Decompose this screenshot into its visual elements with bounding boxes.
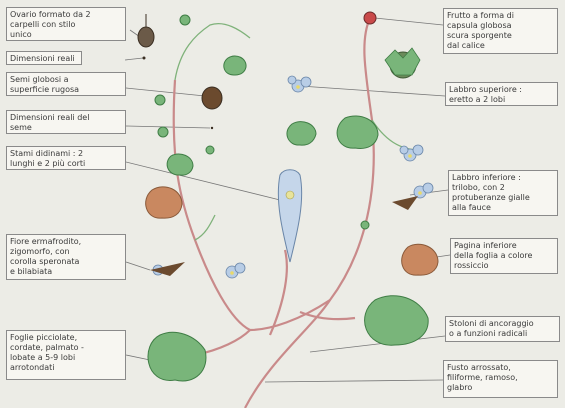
label-fiore: Fiore ermafrodito, zigomorfo, con coroll… [6, 234, 126, 280]
seed-drawing [202, 87, 222, 109]
ovary-drawing [138, 27, 154, 47]
label-foglie: Foglie picciolate, cordate, palmato - lo… [6, 330, 126, 380]
label-dimensioni-reali: Dimensioni reali [6, 51, 82, 65]
label-fusto: Fusto arrossato, filiforme, ramoso, glab… [443, 360, 558, 398]
seed-real-size [211, 127, 213, 129]
flower-section [278, 170, 301, 262]
label-labbro-superiore: Labbro superiore : eretto a 2 lobi [445, 82, 558, 106]
flower-spur [392, 196, 418, 210]
flower-palate [230, 85, 422, 275]
ovary-real-size [143, 57, 146, 60]
label-dimensioni-seme: Dimensioni reali del seme [6, 110, 126, 134]
label-pagina-inferiore: Pagina inferiore della foglia a colore r… [450, 238, 558, 274]
label-stami: Stami didinami : 2 lunghi e 2 più corti [6, 146, 126, 170]
label-stoloni: Stoloni di ancoraggio o a funzioni radic… [445, 316, 560, 342]
label-frutto: Frutto a forma di capsula globosa scura … [443, 8, 558, 54]
label-ovario: Ovario formato da 2 carpelli con stilo u… [6, 7, 126, 41]
label-labbro-inferiore: Labbro inferiore : trilobo, con 2 protub… [448, 170, 558, 216]
label-semi: Semi globosi a superficie rugosa [6, 72, 126, 96]
